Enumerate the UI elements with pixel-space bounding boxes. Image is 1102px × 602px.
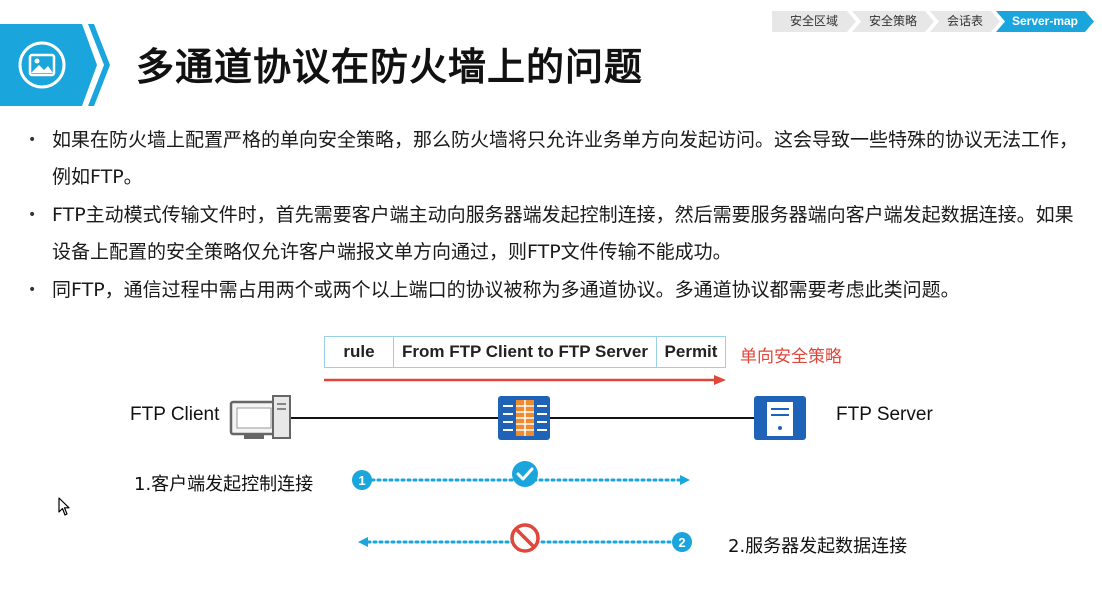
bullet-dot: • [28,282,37,298]
ftp-server-label: FTP Server [836,404,933,425]
step2-label: 2.服务器发起数据连接 [728,536,908,557]
rule-table-col-direction: From FTP Client to FTP Server [394,337,657,367]
blocked-icon [510,523,540,553]
breadcrumb-item-security-policy[interactable]: 安全策略 [852,11,934,32]
pc-icon [229,395,291,439]
image-icon [18,41,66,89]
policy-label: 单向安全策略 [740,347,842,367]
rule-table-col-action: Permit [664,342,718,361]
breadcrumb-item-server-map[interactable]: Server-map [996,11,1094,32]
check-icon [512,461,538,487]
bullet-item: • 如果在防火墙上配置严格的单向安全策略，那么防火墙将只允许业务单方向发起访问。… [28,122,1088,196]
step2-number: 2 [678,535,685,550]
bullet-dot: • [28,132,37,148]
diagram-canvas: 1 2 [229,375,806,553]
server-icon [754,396,806,440]
step1-label: 1.客户端发起控制连接 [134,474,314,495]
bullet-item: • FTP主动模式传输文件时，首先需要客户端主动向服务器端发起控制连接，然后需要… [28,197,1088,271]
page-title: 多通道协议在防火墙上的问题 [136,45,644,89]
rule-table-col-rule: rule [325,337,394,367]
bullet-text: 同FTP，通信过程中需占用两个或两个以上端口的协议被称为多通道协议。多通道协议都… [52,279,960,301]
firewall-icon [498,396,550,440]
ftp-diagram: rule From FTP Client to FTP Server Permi… [0,330,1102,602]
mouse-cursor-icon [58,497,70,516]
bullet-text: 如果在防火墙上配置严格的单向安全策略，那么防火墙将只允许业务单方向发起访问。这会… [52,129,1079,188]
step2-flow: 2 [358,523,692,553]
bullet-item: • 同FTP，通信过程中需占用两个或两个以上端口的协议被称为多通道协议。多通道协… [28,272,1088,309]
breadcrumb-item-security-zone[interactable]: 安全区域 [772,11,856,32]
title-badge [0,24,97,106]
step1-flow: 1 [352,461,690,490]
ftp-client-label: FTP Client [130,404,220,425]
bullet-dot: • [28,207,37,223]
policy-arrow [324,375,726,385]
breadcrumb-item-session-table[interactable]: 会话表 [930,11,1000,32]
bullet-text: FTP主动模式传输文件时，首先需要客户端主动向服务器端发起控制连接，然后需要服务… [52,204,1074,263]
step1-number: 1 [358,473,365,488]
rule-table: rule From FTP Client to FTP Server Permi… [324,336,726,368]
bullet-list: • 如果在防火墙上配置严格的单向安全策略，那么防火墙将只允许业务单方向发起访问。… [28,122,1088,310]
